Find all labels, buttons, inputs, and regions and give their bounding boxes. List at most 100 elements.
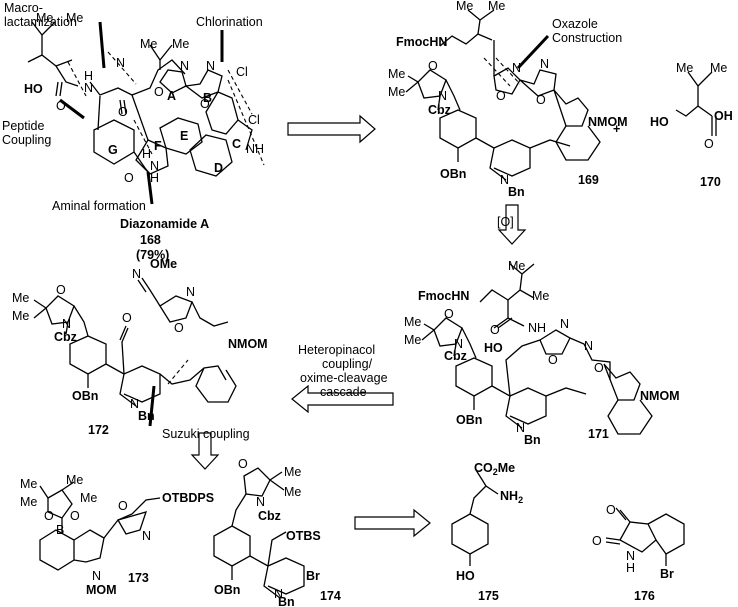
c169-me-3: Me <box>388 67 405 81</box>
c169-n-4: N <box>500 173 509 187</box>
ring-label-d: D <box>214 161 223 175</box>
retro-arrow-2 <box>497 204 527 245</box>
atom-cl-1: Cl <box>236 65 248 79</box>
c174-me-2: Me <box>284 485 301 499</box>
label-peptide-2: Coupling <box>2 133 51 147</box>
compound-172-structure <box>33 277 237 427</box>
c172-suzuki-coupling: Suzuki coupling <box>162 427 250 441</box>
atom-o-2: O <box>118 105 128 119</box>
c172-n-2: N <box>132 267 141 281</box>
c171-me-1: Me <box>532 289 549 303</box>
c172-nmom: NMOM <box>228 337 268 351</box>
compound-number-168: 168 <box>140 233 161 247</box>
c172-me-2: Me <box>12 309 29 323</box>
retro-arrow-4 <box>190 432 220 470</box>
ring-label-a: A <box>167 89 176 103</box>
ring-label-b: B <box>203 91 212 105</box>
compound-175-structure <box>451 469 499 566</box>
c173-me-2: Me <box>66 473 83 487</box>
atom-h-2: H <box>150 171 159 185</box>
c171-n-3: N <box>584 339 593 353</box>
atom-ho: HO <box>24 82 43 96</box>
c175-ho: HO <box>456 569 475 583</box>
c171-me-2: Me <box>404 315 421 329</box>
compound-number-175: 175 <box>478 589 499 603</box>
ring-label-f: F <box>154 139 162 153</box>
c173-b: B <box>56 523 64 537</box>
compound-number-170: 170 <box>700 175 721 189</box>
compound-173-structure <box>39 481 161 571</box>
c173-me-1: Me <box>20 477 37 491</box>
compound-174-structure <box>213 467 305 599</box>
c173-n-1: N <box>142 529 151 543</box>
c169-o-1: O <box>428 59 438 73</box>
c171-n-1: N <box>454 337 463 351</box>
atom-o-1: O <box>56 99 66 113</box>
atom-n-5: N <box>150 159 159 173</box>
cascade-label-3: oxime-cleavage <box>300 371 388 385</box>
compound-169-structure <box>405 9 601 181</box>
atom-me-4: Me <box>172 37 189 51</box>
c169-o-2: O <box>496 89 506 103</box>
c171-n-4: N <box>516 421 525 435</box>
compound-168-structure <box>27 21 265 205</box>
c169-n-3: N <box>540 57 549 71</box>
c170-me-2: Me <box>710 61 727 75</box>
label-macrolactamization-1: Macro- <box>4 1 43 15</box>
atom-o-6: O <box>124 171 134 185</box>
retro-arrow-1 <box>287 114 376 144</box>
c176-o-2: O <box>592 534 602 548</box>
plus-sign: + <box>613 122 620 136</box>
c172-o-3: O <box>174 321 184 335</box>
atom-o-4: O <box>200 97 210 111</box>
c173-mom: MOM <box>86 583 117 597</box>
c176-n: N <box>626 549 635 563</box>
c169-cbz: Cbz <box>428 103 451 117</box>
atom-n-1: N <box>84 81 93 95</box>
c172-o-1: O <box>56 283 66 297</box>
c172-bn: Bn <box>138 409 155 423</box>
c171-me-3: Me <box>404 333 421 347</box>
c171-nmom: NMOM <box>640 389 680 403</box>
compound-171-structure <box>421 263 653 435</box>
retro-arrow-3 <box>291 384 394 414</box>
atom-me-2: Me <box>66 11 83 25</box>
c171-obn: OBn <box>456 413 482 427</box>
c176-h: H <box>626 561 635 575</box>
c173-otbdps: OTBDPS <box>162 491 214 505</box>
atom-n-4: N <box>206 59 215 73</box>
c172-cbz: Cbz <box>54 330 77 344</box>
atom-h-3: H <box>142 147 151 161</box>
cascade-label-4: cascade <box>320 385 367 399</box>
c172-obn: OBn <box>72 389 98 403</box>
c173-o-2: O <box>70 509 80 523</box>
atom-me-1: Me <box>36 11 53 25</box>
c173-o-3: O <box>118 499 128 513</box>
atom-me-3: Me <box>140 37 157 51</box>
atom-o-3: O <box>154 85 164 99</box>
c174-n: N <box>256 495 265 509</box>
c169-fmochn: FmocHN <box>396 35 447 49</box>
compound-name-diazonamide: Diazonamide A <box>120 217 209 231</box>
c174-obn: OBn <box>214 583 240 597</box>
c169-me-4: Me <box>388 85 405 99</box>
ring-label-e: E <box>180 129 188 143</box>
label-peptide-1: Peptide <box>2 119 44 133</box>
atom-cl-2: Cl <box>248 113 260 127</box>
c176-br: Br <box>660 567 674 581</box>
c169-oxazole-construction-1: Oxazole <box>552 17 598 31</box>
compound-number-174: 174 <box>320 589 341 603</box>
c173-n-2: N <box>92 569 101 583</box>
c171-o-2: O <box>490 323 500 337</box>
cascade-label-2: coupling/ <box>322 357 373 371</box>
compound-number-176: 176 <box>634 589 655 603</box>
c169-bn: Bn <box>508 185 525 199</box>
c172-n-4: N <box>130 397 139 411</box>
c169-obn: OBn <box>440 167 466 181</box>
c171-o-4: O <box>594 361 604 375</box>
c169-n-2: N <box>512 61 521 75</box>
atom-nh: NH <box>246 142 264 156</box>
c170-ho: HO <box>650 115 669 129</box>
compound-number-171: 171 <box>588 427 609 441</box>
